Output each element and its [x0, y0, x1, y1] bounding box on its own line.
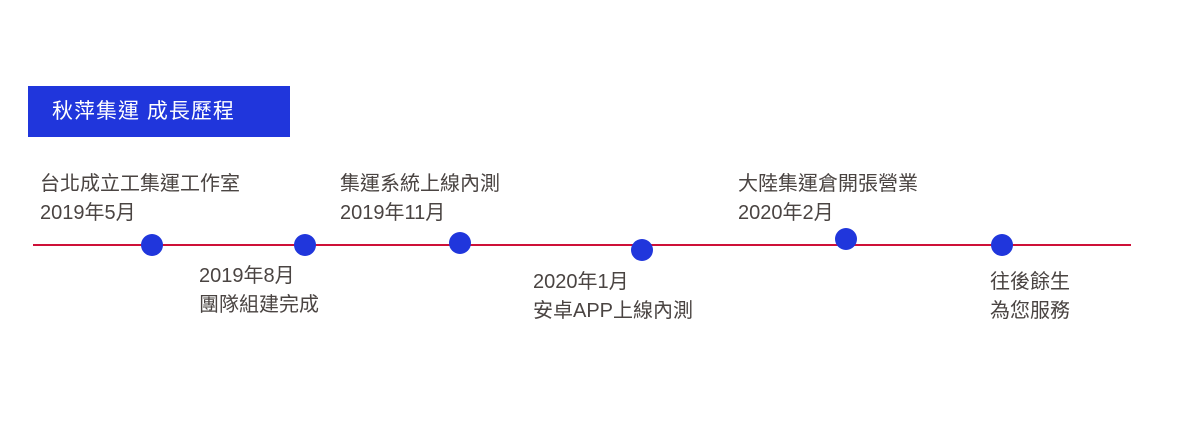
milestone-dot[interactable] — [294, 234, 316, 256]
milestone-label-line1: 2020年1月 — [533, 271, 629, 293]
milestone-label-line2: 2019年5月 — [40, 202, 136, 224]
milestone-dot[interactable] — [141, 234, 163, 256]
milestone-dot[interactable] — [449, 232, 471, 254]
milestone-label-line2: 2020年2月 — [738, 202, 834, 224]
title-banner: 秋萍集運 成長歷程 — [28, 86, 290, 137]
milestone-label: 集運系統上線內測 2019年11月 — [340, 170, 500, 228]
milestone-label-line1: 集運系統上線內測 — [340, 173, 500, 195]
milestone-label-line2: 安卓APP上線內測 — [533, 300, 694, 322]
milestone-label-line2: 團隊組建完成 — [199, 294, 319, 316]
milestone-label-line1: 台北成立工集運工作室 — [40, 173, 240, 195]
milestone-label-line1: 大陸集運倉開張營業 — [738, 173, 918, 195]
milestone-label: 台北成立工集運工作室 2019年5月 — [40, 170, 240, 228]
milestone-label: 大陸集運倉開張營業 2020年2月 — [738, 170, 918, 228]
milestone-label-line1: 2019年8月 — [199, 265, 295, 287]
milestone-label: 2020年1月安卓APP上線內測 — [533, 268, 693, 326]
page-title: 秋萍集運 成長歷程 — [52, 100, 235, 123]
milestone-dot[interactable] — [991, 234, 1013, 256]
milestone-label: 往後餘生為您服務 — [990, 268, 1070, 326]
milestone-dot[interactable] — [631, 239, 653, 261]
milestone-label-line2: 為您服務 — [990, 300, 1070, 322]
milestone-label-line1: 往後餘生 — [990, 271, 1070, 293]
milestone-dot[interactable] — [835, 228, 857, 250]
milestone-label-line2: 2019年11月 — [340, 202, 446, 224]
milestone-label: 2019年8月團隊組建完成 — [199, 262, 319, 320]
timeline-axis — [33, 244, 1131, 246]
